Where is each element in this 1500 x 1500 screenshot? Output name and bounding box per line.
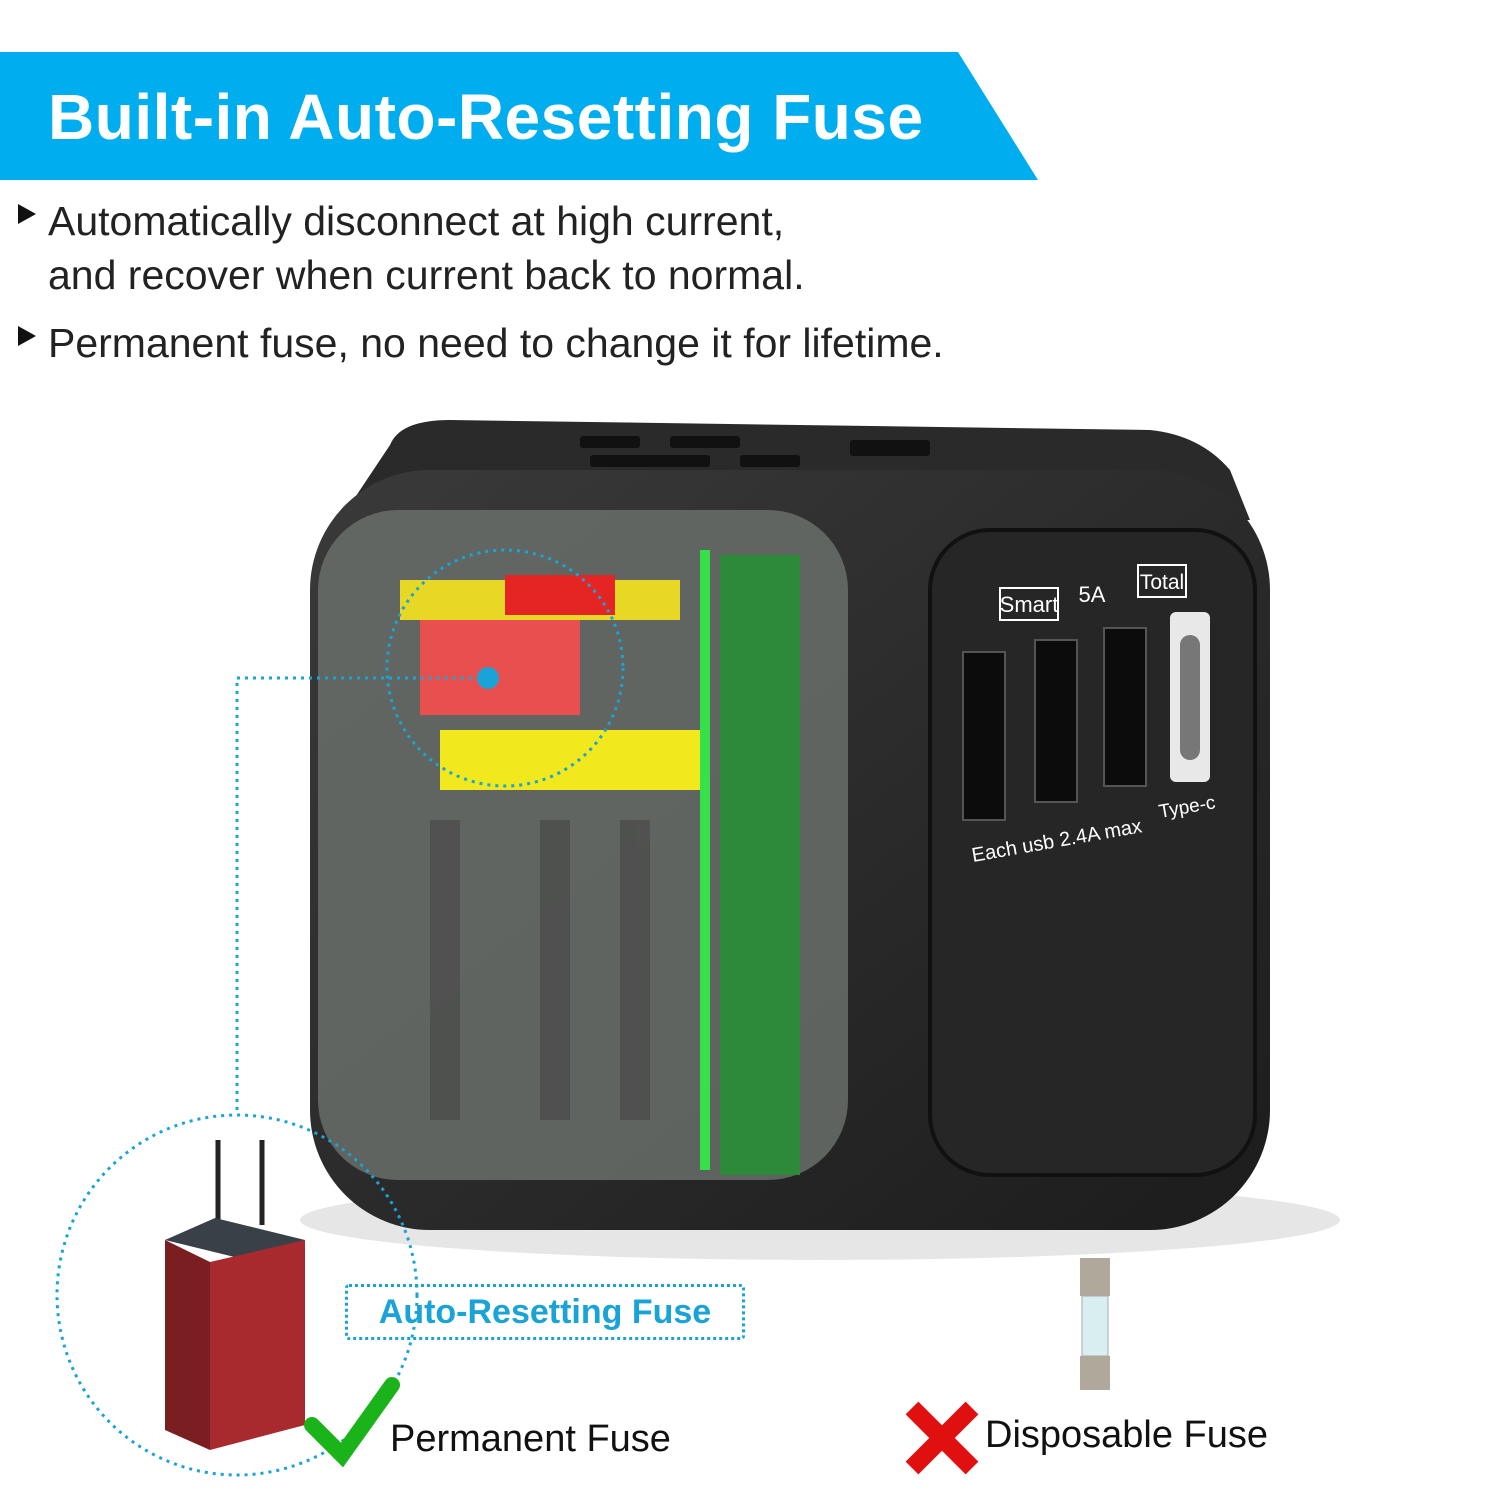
amp-label: 5A (1079, 582, 1106, 607)
auto-resetting-fuse-label: Auto-Resetting Fuse (345, 1284, 745, 1340)
bullet-permanent: Permanent fuse, no need to change it for… (18, 316, 944, 370)
bullet-triangle-icon (18, 204, 36, 225)
callout-line (235, 676, 488, 1115)
resettable-fuse-icon (165, 1140, 305, 1450)
banner-background (0, 52, 1038, 180)
disposable-fuse-label: Disposable Fuse (985, 1414, 1269, 1456)
bullet-auto-disconnect: Automatically disconnect at high current… (18, 194, 805, 302)
page-title: Built-in Auto-Resetting Fuse (48, 81, 924, 153)
x-icon (905, 1401, 979, 1475)
check-icon (304, 1377, 400, 1468)
bullet-text: and recover when current back to normal. (48, 252, 805, 298)
bullet-text: Automatically disconnect at high current… (48, 198, 785, 244)
zoom-circle-small (385, 548, 625, 788)
plug-slots (580, 436, 930, 467)
total-badge (1137, 564, 1187, 598)
permanent-fuse-label: Permanent Fuse (390, 1418, 671, 1460)
zoom-circle-large (55, 1113, 419, 1477)
bullet-triangle-icon (18, 326, 36, 347)
usb-port-3[interactable] (1103, 627, 1147, 787)
title-banner: Built-in Auto-Resetting Fuse (0, 52, 1040, 180)
total-label: Total (1140, 571, 1184, 594)
usb-port-1[interactable] (962, 651, 1006, 821)
smart-badge (999, 587, 1059, 621)
circuit-board (720, 555, 800, 1175)
internal-fuse (420, 620, 580, 715)
usb-port-2[interactable] (1034, 639, 1078, 803)
glass-fuse-icon (1080, 1258, 1110, 1390)
bullet-text: Permanent fuse, no need to change it for… (48, 320, 944, 366)
smart-label: Smart (1000, 592, 1059, 617)
